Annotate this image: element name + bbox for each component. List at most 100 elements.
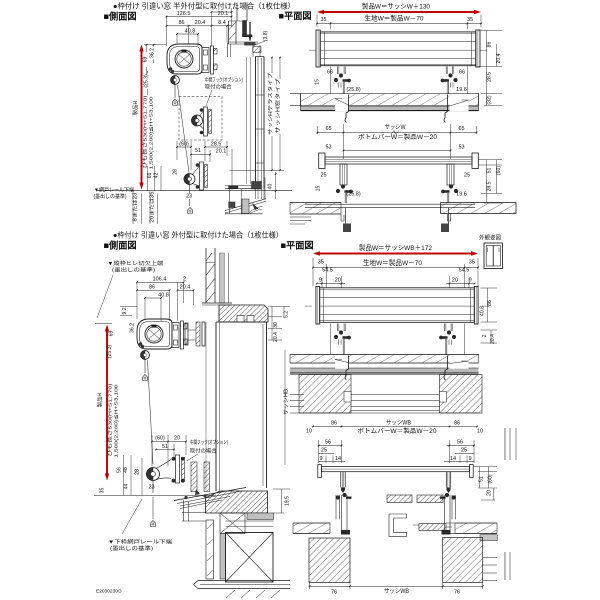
- svg-text:●枠付け 引違い窓 外付型に取付けた場合（1枚仕様）: ●枠付け 引違い窓 外付型に取付けた場合（1枚仕様）: [113, 230, 283, 239]
- svg-text:30: 30: [273, 322, 279, 328]
- svg-text:製品W＝サッシWB＋172: 製品W＝サッシWB＋172: [359, 243, 432, 252]
- svg-text:66: 66: [327, 69, 333, 75]
- svg-text:28.5: 28.5: [487, 181, 493, 191]
- svg-text:(墨出しの基準): (墨出しの基準): [110, 544, 153, 552]
- svg-text:サッシWB: サッシWB: [384, 588, 409, 595]
- svg-text:86: 86: [149, 284, 155, 290]
- svg-text:サッシHB: サッシHB: [283, 388, 290, 415]
- svg-text:19.6: 19.6: [456, 191, 467, 197]
- svg-text:86: 86: [487, 300, 493, 306]
- svg-text:53: 53: [458, 144, 464, 150]
- svg-text:28: 28: [135, 469, 141, 475]
- svg-text:■側面図: ■側面図: [104, 11, 137, 22]
- svg-text:(25.8): (25.8): [346, 87, 361, 93]
- svg-text:40: 40: [268, 184, 274, 190]
- svg-text:40.8: 40.8: [185, 29, 196, 35]
- svg-text:23: 23: [148, 484, 154, 490]
- svg-text:28.5: 28.5: [487, 72, 493, 82]
- svg-text:サッシHテラスタイプ: サッシHテラスタイプ: [266, 72, 274, 135]
- svg-text:(25.3): (25.3): [144, 74, 150, 88]
- svg-text:65: 65: [325, 126, 331, 132]
- svg-text:25: 25: [320, 172, 326, 178]
- svg-text:76: 76: [331, 589, 337, 595]
- svg-text:9: 9: [319, 277, 322, 283]
- svg-text:20.4: 20.4: [180, 284, 191, 290]
- svg-text:8.4: 8.4: [218, 20, 226, 26]
- svg-text:▼下枠網戸レール下端: ▼下枠網戸レール下端: [108, 538, 173, 546]
- svg-text:生地W＝製品W－70: 生地W＝製品W－70: [363, 258, 422, 267]
- svg-text:66: 66: [147, 173, 153, 179]
- svg-text:中間フック(オプション): 中間フック(オプション): [190, 438, 228, 446]
- svg-text:20.4: 20.4: [195, 20, 206, 26]
- svg-text:製品H: 製品H: [131, 100, 139, 115]
- svg-text:56: 56: [117, 467, 123, 473]
- svg-text:86: 86: [454, 420, 460, 426]
- svg-text:取付の場合: 取付の場合: [190, 446, 217, 454]
- svg-text:(60): (60): [179, 141, 189, 147]
- svg-text:(墨出しの基準): (墨出しの基準): [112, 265, 155, 273]
- svg-text:106.4: 106.4: [153, 276, 167, 282]
- svg-text:▼縦枠ヒレ切欠上端: ▼縦枠ヒレ切欠上端: [107, 259, 164, 267]
- svg-text:65: 65: [458, 126, 464, 132]
- svg-text:19.5: 19.5: [285, 496, 291, 506]
- svg-text:(25.3): (25.3): [107, 345, 113, 359]
- svg-text:20または35: 20または35: [150, 191, 156, 222]
- svg-text:54.5: 54.5: [459, 267, 470, 273]
- svg-text:35: 35: [467, 17, 473, 23]
- svg-text:51: 51: [479, 476, 485, 482]
- svg-text:126.5: 126.5: [177, 11, 191, 17]
- svg-text:35: 35: [100, 488, 106, 494]
- svg-text:●枠付け 引違い窓 半外付型に取付けた場合（1枚仕様）: ●枠付け 引違い窓 半外付型に取付けた場合（1枚仕様）: [113, 2, 295, 11]
- svg-text:8または23: 8または23: [133, 192, 139, 221]
- svg-text:5.2: 5.2: [284, 311, 290, 318]
- svg-text:20: 20: [174, 435, 180, 441]
- svg-text:1,500(2,200)≦H+S3,100: 1,500(2,200)≦H+S3,100: [114, 384, 120, 457]
- svg-text:▼網戸レール下端: ▼網戸レール下端: [94, 185, 135, 193]
- svg-text:ボトムバーW＝製品W－20: ボトムバーW＝製品W－20: [358, 133, 438, 141]
- svg-text:製品H: 製品H: [96, 392, 104, 407]
- svg-text:35: 35: [469, 259, 475, 265]
- svg-text:(60): (60): [496, 166, 502, 175]
- svg-text:20.4: 20.4: [496, 53, 502, 63]
- svg-text:86: 86: [178, 20, 184, 26]
- svg-text:20: 20: [487, 490, 493, 496]
- svg-text:(32): (32): [487, 95, 493, 104]
- svg-text:2: 2: [183, 276, 186, 282]
- svg-text:(60): (60): [155, 435, 165, 441]
- svg-text:35: 35: [318, 259, 324, 265]
- svg-text:20: 20: [335, 277, 341, 283]
- svg-text:20.1: 20.1: [216, 149, 227, 155]
- svg-text:ボトムバーW＝製品W－20: ボトムバーW＝製品W－20: [358, 427, 438, 435]
- svg-text:■側面図: ■側面図: [104, 239, 137, 250]
- svg-text:35: 35: [320, 17, 326, 23]
- svg-text:10: 10: [477, 429, 483, 435]
- svg-text:中間フック(オプション): 中間フック(オプション): [205, 76, 243, 84]
- svg-text:56: 56: [457, 439, 463, 445]
- svg-text:ひも長さ530(H+S1,770): ひも長さ530(H+S1,770): [107, 383, 114, 457]
- svg-text:42: 42: [154, 173, 160, 179]
- svg-text:■平面図: ■平面図: [281, 240, 314, 250]
- svg-text:23: 23: [186, 194, 192, 200]
- svg-text:69: 69: [143, 57, 149, 63]
- svg-text:54.5: 54.5: [322, 267, 333, 273]
- svg-text:取付の場合: 取付の場合: [205, 83, 232, 91]
- svg-text:53: 53: [325, 144, 331, 150]
- svg-text:69: 69: [109, 331, 115, 337]
- svg-text:1,500(2,200)≦H+S3,100: 1,500(2,200)≦H+S3,100: [149, 96, 155, 169]
- svg-text:36.2: 36.2: [150, 48, 156, 58]
- svg-text:20.4: 20.4: [273, 332, 279, 342]
- svg-text:9.2: 9.2: [122, 307, 128, 314]
- svg-text:28: 28: [173, 169, 179, 175]
- svg-text:28.5: 28.5: [211, 141, 222, 147]
- svg-text:サッシW: サッシW: [385, 124, 406, 131]
- svg-text:51: 51: [162, 444, 168, 450]
- svg-text:(60): (60): [488, 474, 494, 483]
- svg-text:40.8: 40.8: [480, 306, 486, 316]
- svg-text:ひも長さ530(H+S1,770): ひも長さ530(H+S1,770): [141, 95, 148, 169]
- svg-text:20: 20: [452, 277, 458, 283]
- svg-text:9: 9: [468, 456, 471, 462]
- svg-text:40.8: 40.8: [158, 292, 169, 298]
- svg-text:36.2: 36.2: [130, 323, 136, 333]
- svg-text:14: 14: [450, 456, 456, 462]
- svg-text:51: 51: [487, 168, 493, 174]
